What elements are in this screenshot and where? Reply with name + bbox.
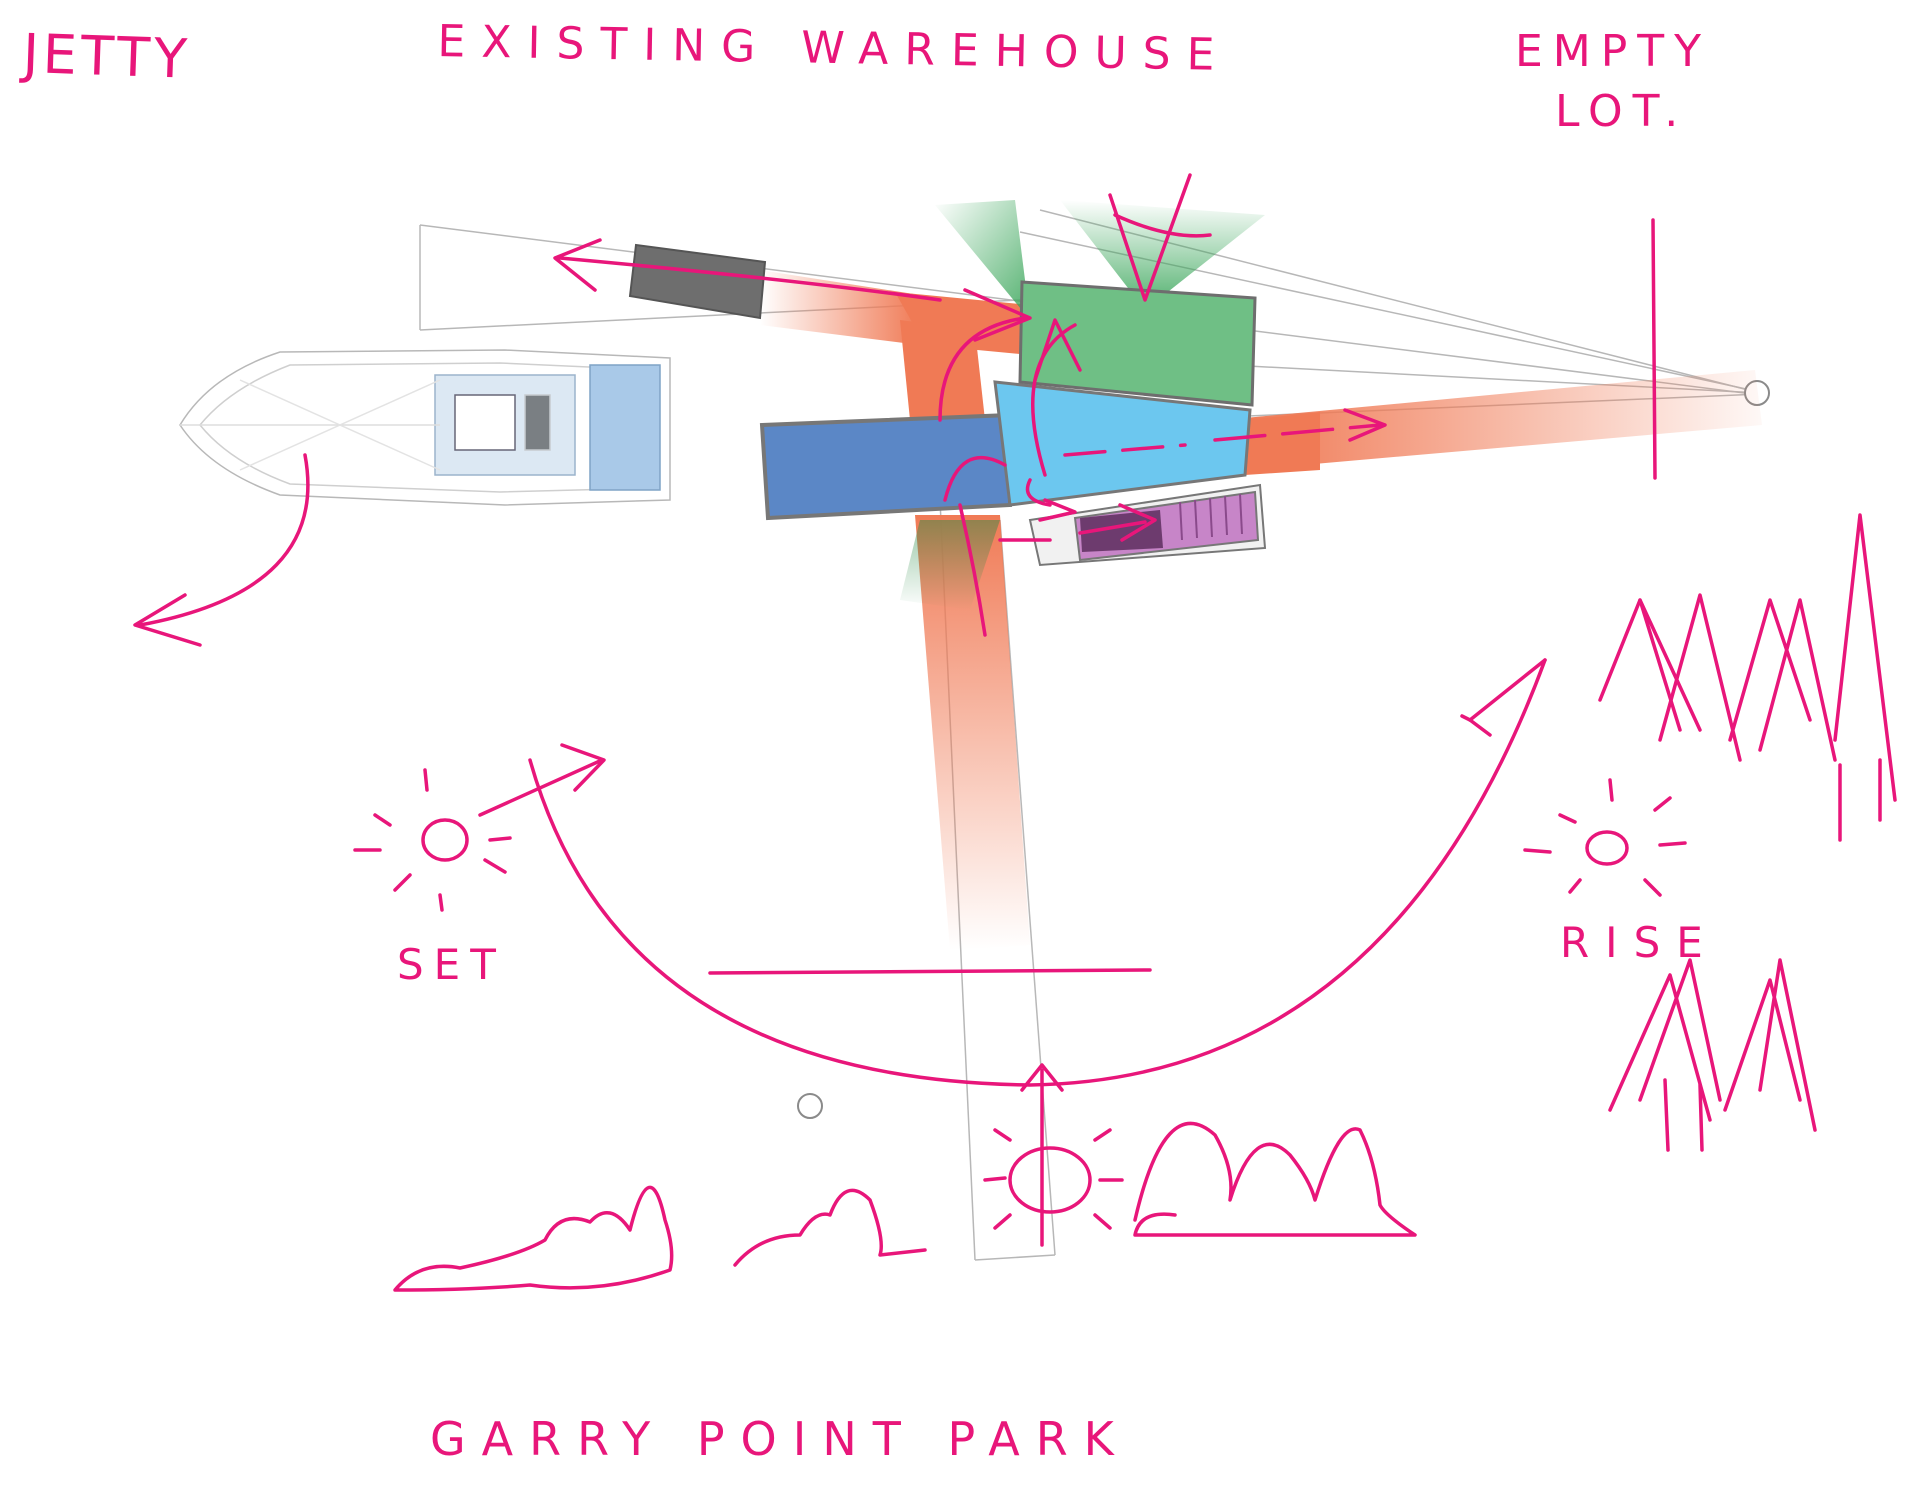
label-sunrise: RISE [1560, 918, 1719, 967]
block-blue [759, 412, 1012, 521]
sun-icon [983, 1128, 1124, 1230]
ink-annotations [133, 173, 1897, 1292]
arrow-icon [138, 453, 310, 627]
view-fan-northwest [935, 200, 1030, 320]
boat-icon [179, 349, 671, 506]
sun-icon [1523, 778, 1687, 897]
tree-icon [1608, 958, 1817, 1152]
pathways [760, 270, 1762, 950]
bush-icon [733, 1188, 927, 1267]
label-empty-lot-line1: EMPTY [1515, 26, 1712, 77]
observation-point-south [797, 1093, 823, 1119]
bush-icon [393, 1185, 674, 1292]
label-garry-point-park: GARRY POINT PARK [430, 1412, 1130, 1466]
block-purple-dark [1080, 510, 1163, 552]
view-fan-south [900, 520, 1000, 610]
path-east [1245, 370, 1762, 470]
label-jetty: JETTY [21, 22, 192, 91]
sun-path-arc [528, 658, 1547, 1087]
label-sunset: SET [397, 940, 506, 989]
bush-icon [1133, 1121, 1417, 1237]
path-stem [900, 320, 985, 420]
label-empty-lot-line2: LOT. [1555, 86, 1689, 137]
sun-icon [353, 768, 512, 912]
arrow-icon [558, 256, 942, 302]
jetty-pier [628, 243, 767, 320]
path-east-base [1245, 412, 1320, 475]
path-south [915, 515, 1030, 950]
path-west [760, 270, 920, 345]
block-green [1018, 280, 1257, 407]
tree-icon [1598, 513, 1897, 842]
